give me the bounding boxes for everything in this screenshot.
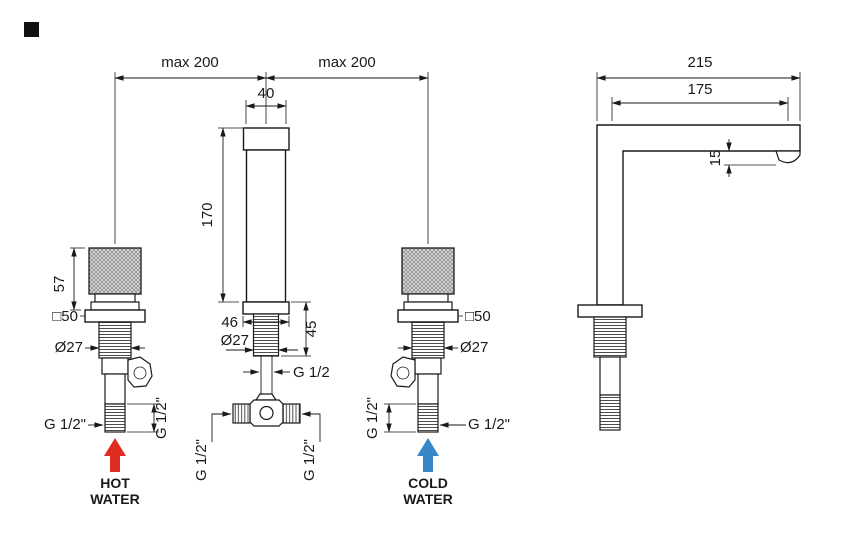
dim-outlet-drop: 15: [707, 150, 724, 167]
hot-threaded-stem: [98, 321, 132, 359]
dim-spout-width: 40: [258, 85, 275, 102]
corner-mark: [24, 22, 39, 37]
hot-side-port: [127, 356, 153, 388]
dim-cold-stem-dia: Ø27: [460, 339, 488, 356]
hot-water-marker: HOT WATER: [90, 438, 140, 507]
cold-side-port-detail: [396, 366, 410, 380]
side-base-plate: [577, 304, 643, 318]
hot-label-line2: WATER: [90, 491, 140, 507]
spout-profile: [596, 124, 801, 306]
dim-hot-inlet-thread: G 1/2": [44, 416, 86, 433]
dim-cold-tail-thread: G 1/2": [364, 397, 381, 439]
spout-threaded-stem: [252, 313, 280, 357]
hot-side-port-detail: [133, 366, 147, 380]
side-view-dimensions: 215 175 15: [596, 54, 801, 177]
hot-handle-collar: [94, 293, 136, 303]
cold-handle-ring: [403, 301, 453, 311]
cold-base-plate: [397, 309, 459, 323]
dim-spout-stem-dia: Ø27: [221, 332, 249, 349]
tee-top-branch: [254, 393, 278, 401]
spout-outlet-tip: [775, 150, 801, 164]
spout-base-plate: [242, 301, 290, 315]
hot-tail-thread: [104, 403, 126, 433]
hot-base-plate: [84, 309, 146, 323]
side-view: [577, 124, 801, 431]
hot-handle-ring: [90, 301, 140, 311]
dim-hot-tail-thread: G 1/2": [153, 397, 170, 439]
hot-valve-body: [101, 357, 129, 375]
side-tail-thread: [599, 394, 621, 431]
center-spout: [242, 127, 290, 394]
cold-water-marker: COLD WATER: [403, 438, 453, 507]
dim-tee-right-thread: G 1/2": [301, 439, 318, 481]
dim-hot-base-square: □50: [52, 308, 78, 325]
dim-spout-reach: 175: [687, 81, 712, 98]
tee-right-stub: [282, 403, 301, 424]
front-view-dimensions: max 200 max 200 40 170 46 Ø27 45 G 1/2 5…: [44, 54, 510, 481]
tee-fitting: [232, 393, 301, 427]
tee-center-boss: [259, 405, 274, 421]
tee-left-stub: [232, 403, 251, 424]
dim-spout-thread: G 1/2: [293, 364, 330, 381]
dim-spout-stem-height: 45: [303, 321, 320, 338]
hot-valve: [84, 247, 153, 433]
cold-label-line1: COLD: [408, 475, 448, 491]
cold-handle-knob: [401, 247, 455, 295]
cold-tail-tube: [417, 373, 439, 405]
leader-tee-right: [301, 411, 321, 442]
dim-spout-base-width: 46: [221, 314, 238, 331]
hot-tail-tube: [104, 373, 126, 405]
cold-side-port: [390, 356, 416, 388]
cold-label-line2: WATER: [403, 491, 453, 507]
dim-spout-height: 170: [199, 202, 216, 227]
dim-cold-base-square: □50: [465, 308, 491, 325]
leader-tee-left: [211, 411, 232, 442]
spout-cap: [242, 127, 290, 151]
dim-cold-inlet-thread: G 1/2": [468, 416, 510, 433]
hot-handle-knob: [88, 247, 142, 295]
side-tail-tube: [599, 356, 621, 396]
cold-flow-arrow: [417, 438, 439, 472]
side-threaded-stem: [593, 316, 627, 358]
dim-total-reach: 215: [687, 54, 712, 71]
dim-hot-stem-dia: Ø27: [55, 339, 83, 356]
spout-column: [245, 149, 287, 303]
cold-handle-collar: [407, 293, 449, 303]
cold-threaded-stem: [411, 321, 445, 359]
dim-max200-left: max 200: [161, 54, 219, 71]
dim-hot-handle-height: 57: [51, 276, 68, 293]
hot-label-line1: HOT: [100, 475, 130, 491]
dim-max200-right: max 200: [318, 54, 376, 71]
cold-valve-body: [414, 357, 442, 375]
cold-tail-thread: [417, 403, 439, 433]
dim-tee-left-thread: G 1/2": [193, 439, 210, 481]
hot-flow-arrow: [104, 438, 126, 472]
